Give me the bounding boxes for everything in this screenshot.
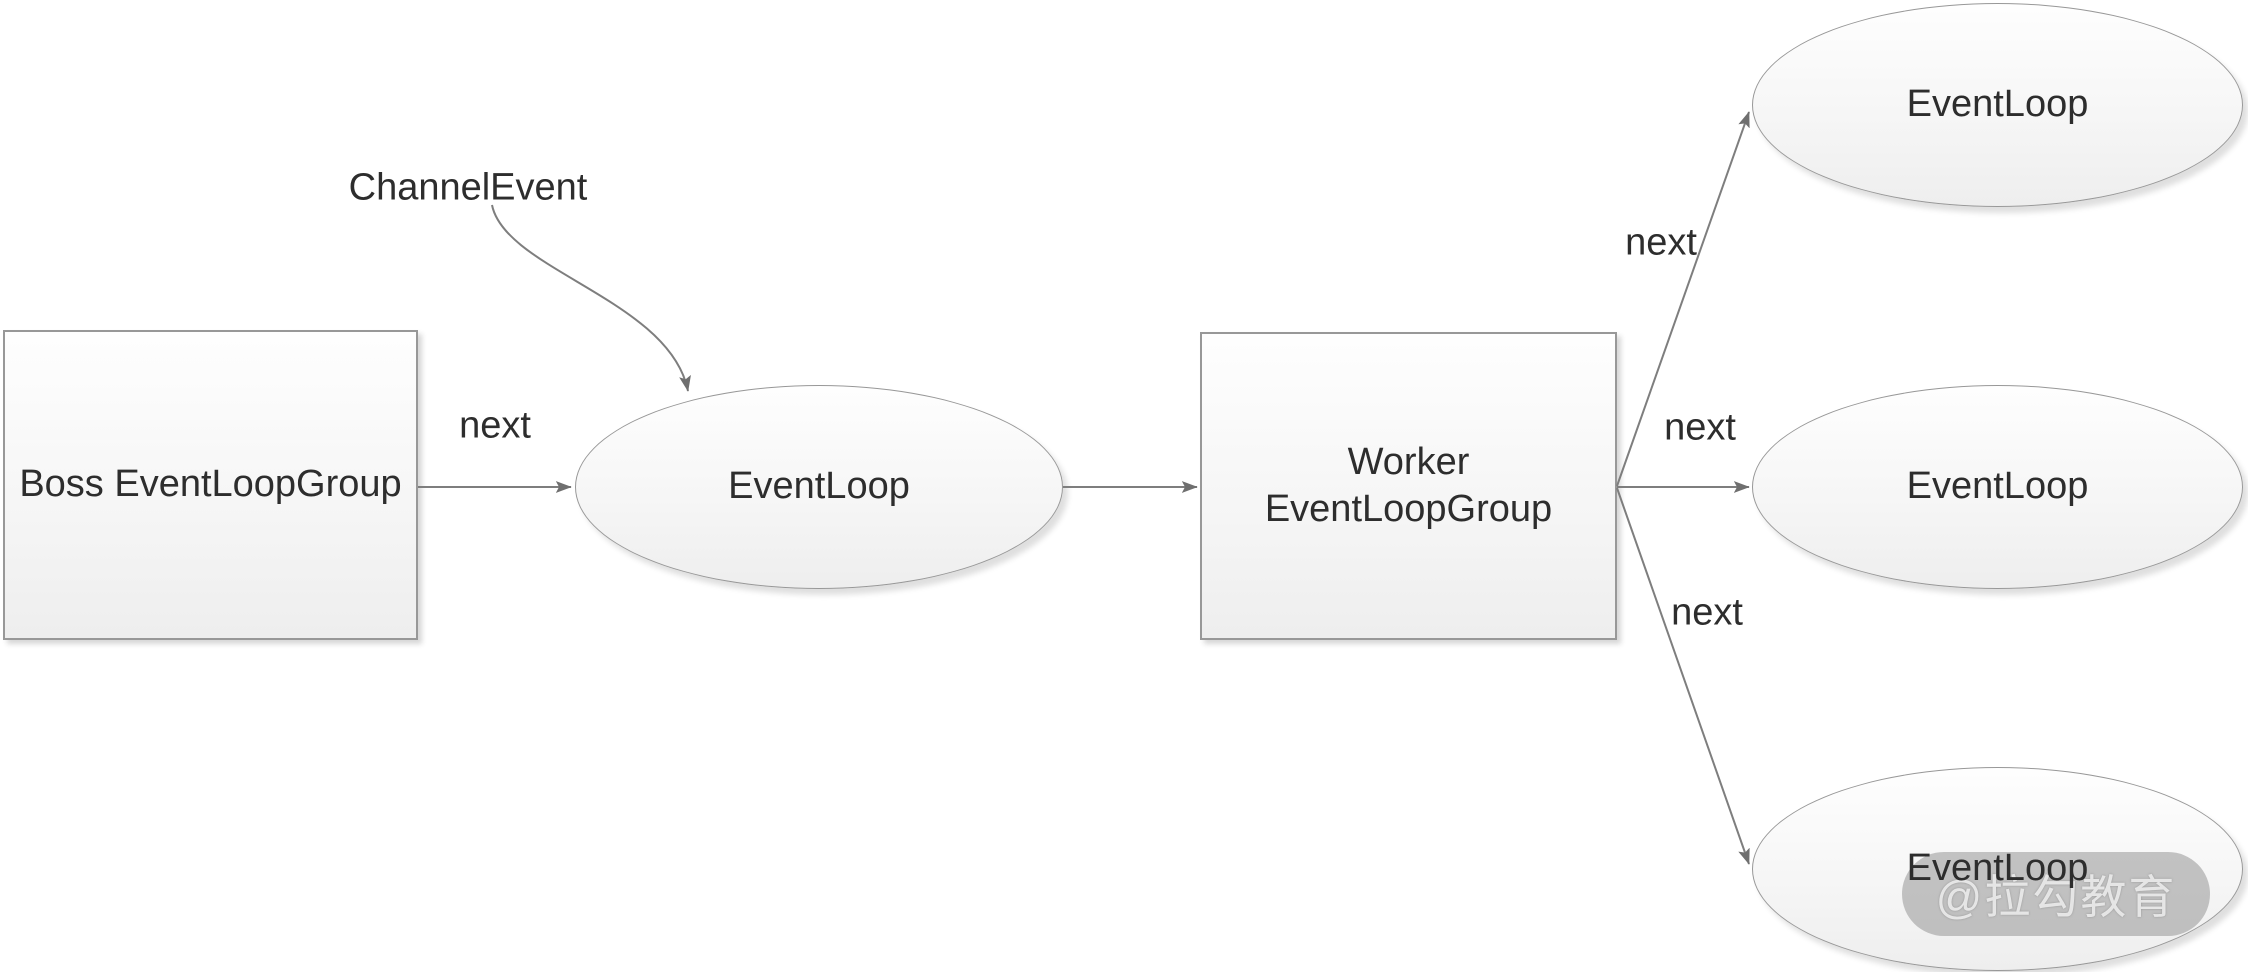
node-eventloop-middle-label: EventLoop — [1906, 465, 2089, 508]
edge-channelevent-curve — [491, 204, 691, 392]
node-eventloop-main-label: EventLoop — [728, 465, 910, 508]
edge-worker-to-bottom — [1616, 487, 1750, 865]
node-eventloop-main: EventLoop — [575, 385, 1063, 589]
edge-label-next-worker-to-bottom: next — [1671, 591, 1743, 634]
node-boss-label: Boss EventLoopGroup — [19, 463, 402, 506]
node-eventloop-top: EventLoop — [1752, 3, 2243, 207]
node-worker-eventloopgroup: Worker EventLoopGroup — [1200, 332, 1617, 640]
node-eventloop-top-label: EventLoop — [1906, 83, 2089, 126]
edge-label-next-worker-to-top: next — [1625, 221, 1697, 264]
watermark-text: @拉勾教育 — [1935, 871, 2177, 923]
edge-label-channelevent: ChannelEvent — [348, 166, 588, 209]
edge-label-next-worker-to-middle: next — [1664, 406, 1736, 449]
edge-label-next-boss-to-eventloop: next — [459, 404, 531, 447]
node-eventloop-bottom-label: EventLoop — [1906, 847, 2089, 890]
node-worker-label: Worker EventLoopGroup — [1264, 440, 1553, 530]
node-boss-eventloopgroup: Boss EventLoopGroup — [3, 330, 418, 640]
node-eventloop-middle: EventLoop — [1752, 385, 2243, 589]
watermark-badge: @拉勾教育 — [1902, 852, 2210, 936]
